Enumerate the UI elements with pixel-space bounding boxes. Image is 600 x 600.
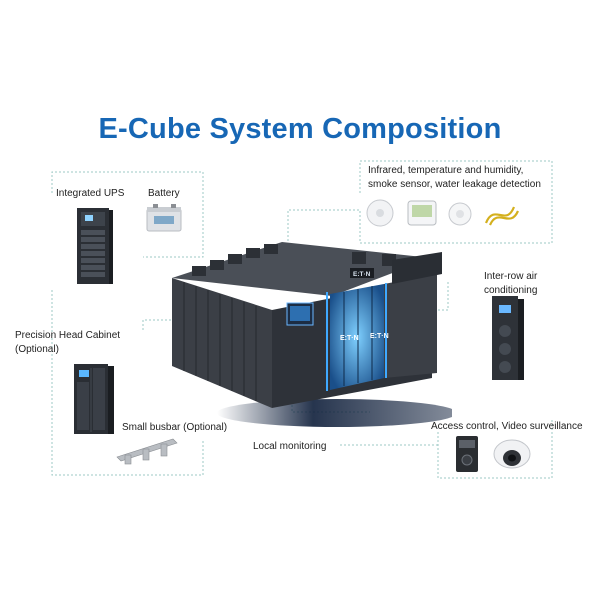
door-logo-left: E:T·N [340,335,359,342]
water-leakage-sensor-icon [484,206,520,226]
diagram-title: E-Cube System Composition [98,113,502,145]
label-inter-row-ac: Inter-row air conditioning [484,271,538,296]
precision-head-cabinet-image [74,364,114,434]
video-camera-icon [493,439,531,469]
label-access-video: Access control, Video surveillance [431,421,583,432]
label-sensors: Infrared, temperature and humidity, smok… [368,165,541,190]
integrated-ups-image [77,208,113,284]
leader-head-cabinet [142,319,180,330]
leader-ups-battery [51,171,204,258]
battery-image [146,204,182,232]
label-precision-head-cabinet: Precision Head Cabinet (Optional) [15,330,121,355]
door-logo-right: E:T·N [370,333,389,340]
leader-access [437,418,553,479]
label-battery: Battery [148,188,180,199]
label-small-busbar: Small busbar (Optional) [122,422,228,433]
label-local-monitoring: Local monitoring [253,441,327,452]
leader-left-spine [51,290,204,476]
sensors-image [366,199,520,227]
small-busbar-image [116,438,178,465]
access-video-image [456,436,531,472]
ecube-main-module-image: E:T·N E:T·N E:T·N [172,242,452,427]
inter-row-ac-image [492,296,524,380]
label-integrated-ups: Integrated UPS [56,188,125,199]
top-logo: E:T·N [353,271,371,278]
leader-inter-row [431,282,449,311]
leader-sensors [287,160,553,250]
